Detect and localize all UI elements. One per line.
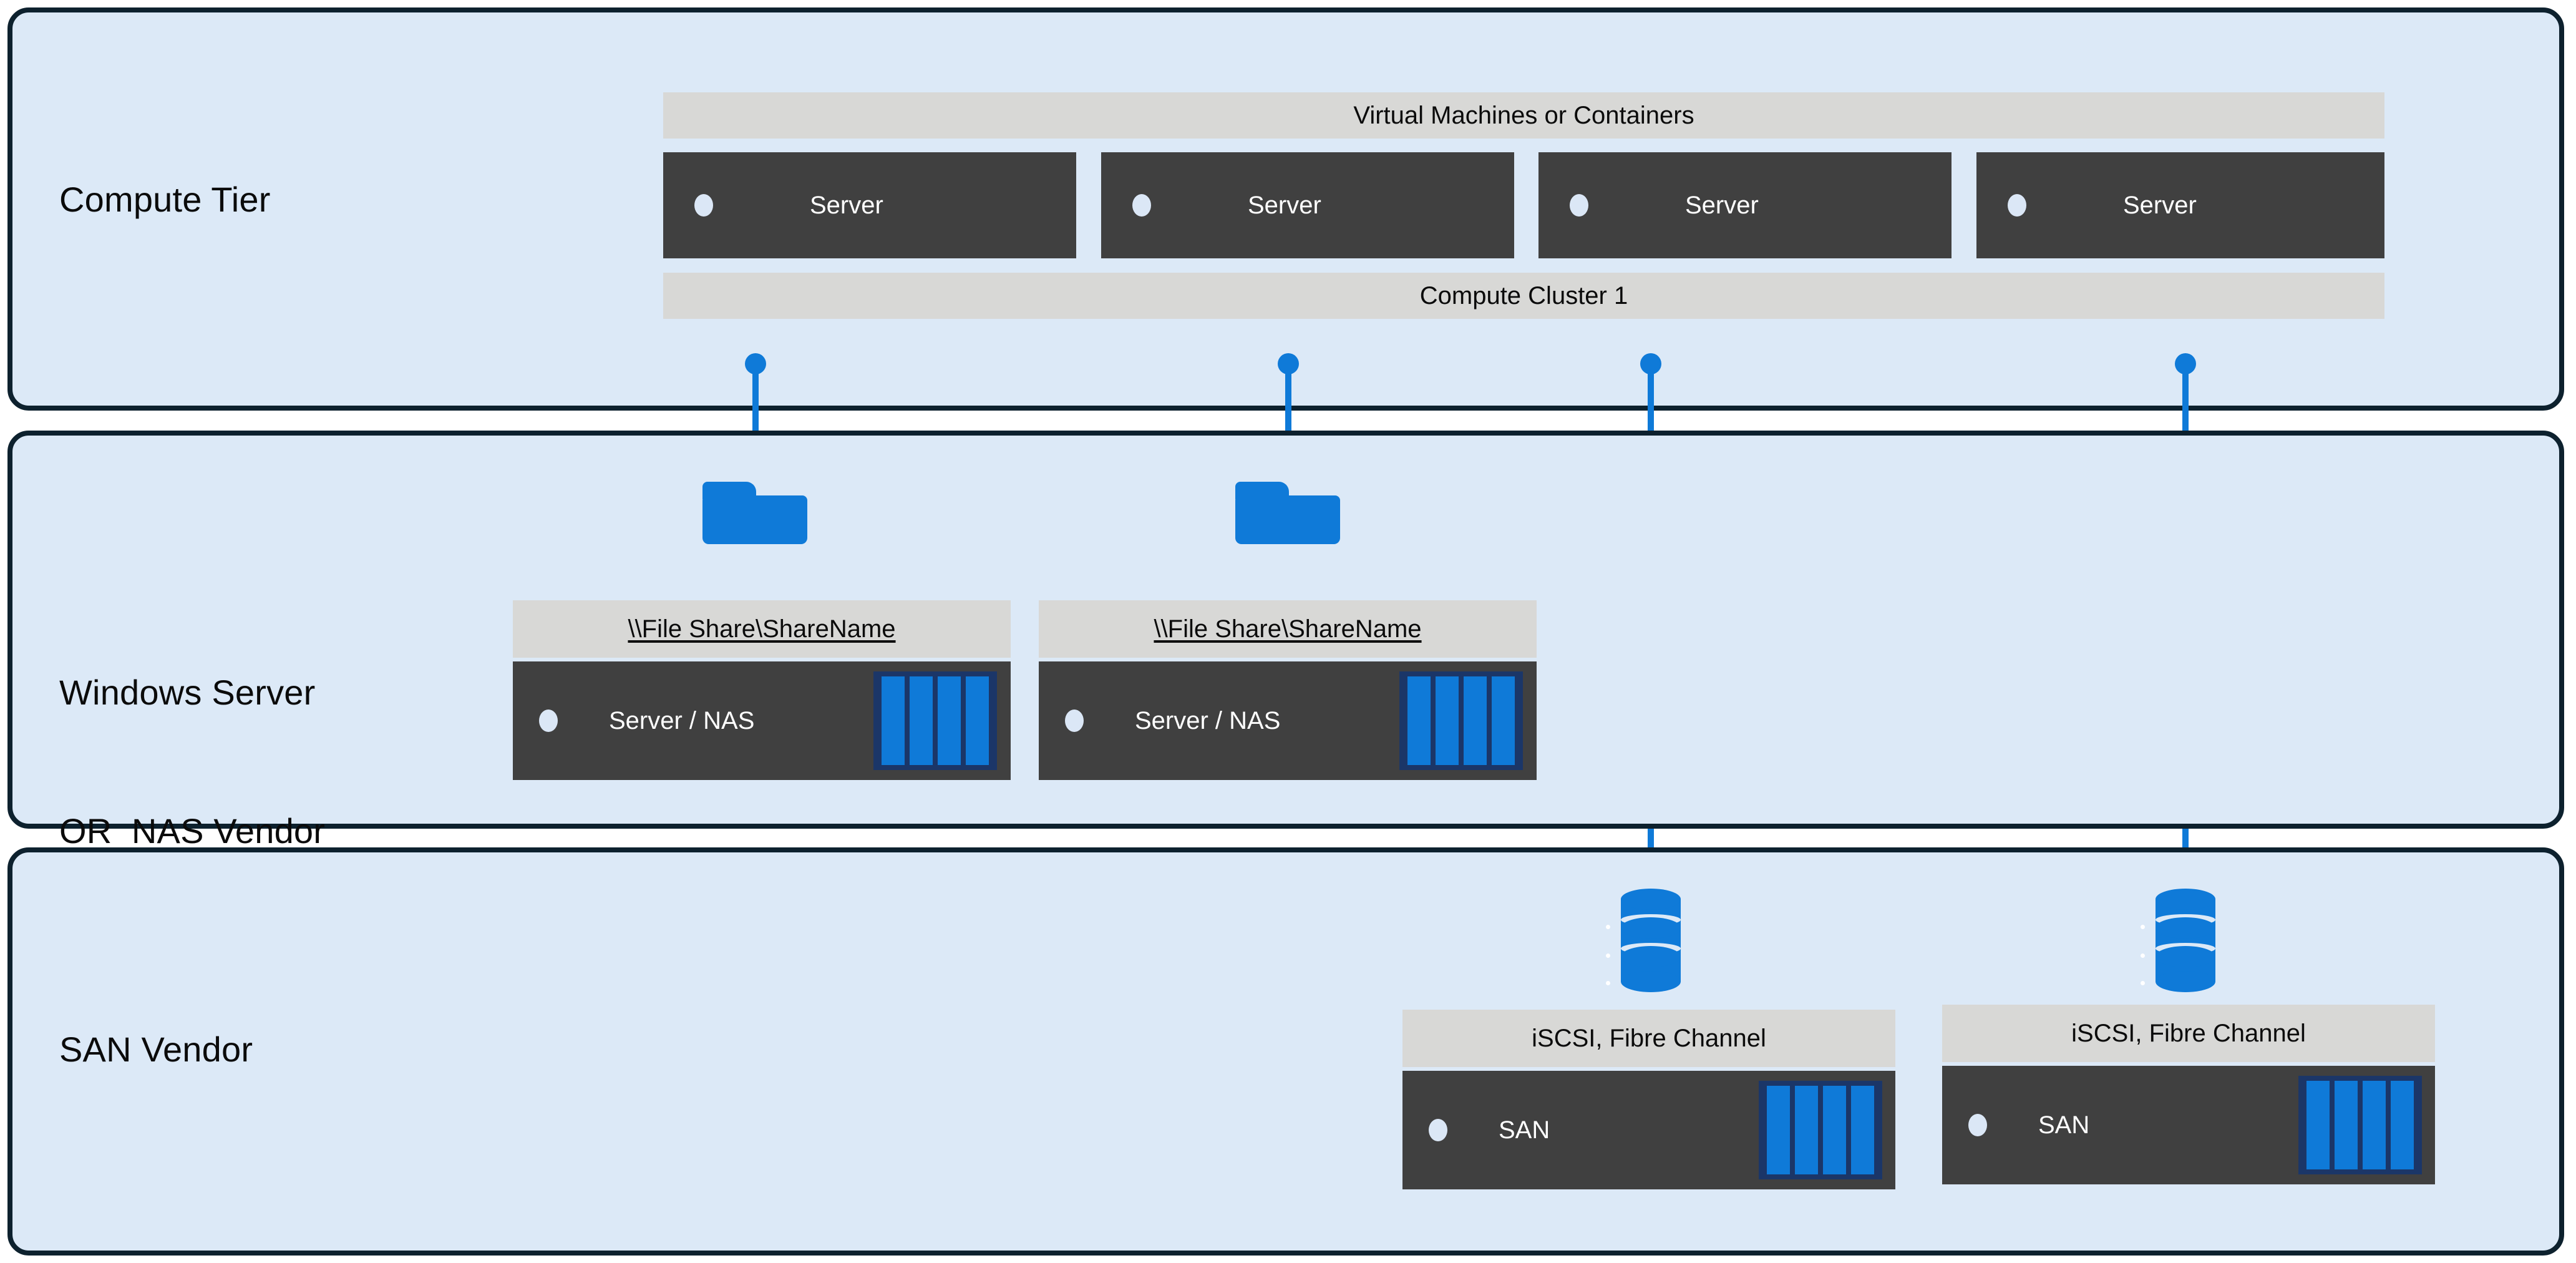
disk-bay xyxy=(2335,1081,2358,1169)
disk-bay xyxy=(2391,1081,2414,1169)
db-disc-top xyxy=(2156,889,2215,910)
disk-bay xyxy=(1795,1086,1818,1174)
db-indicator xyxy=(1606,925,1610,929)
folder-body xyxy=(702,495,807,544)
db-indicator xyxy=(1606,981,1610,985)
status-led-icon xyxy=(539,710,558,732)
disk-bay-group xyxy=(873,671,997,770)
db-disc-mid2 xyxy=(1621,946,1681,967)
folder-body xyxy=(1235,495,1340,544)
san-box-2[interactable]: SAN xyxy=(1942,1066,2435,1184)
db-sleeve xyxy=(2156,899,2215,982)
file-share-band-1[interactable]: \\File Share\ShareName xyxy=(513,600,1011,658)
db-disc-mid2 xyxy=(2156,946,2215,967)
file-share-band-2[interactable]: \\File Share\ShareName xyxy=(1039,600,1537,658)
disk-bay xyxy=(1464,676,1487,765)
disk-bay xyxy=(2306,1081,2330,1169)
san-box-1[interactable]: SAN xyxy=(1402,1071,1895,1189)
db-disc-top xyxy=(1621,889,1681,910)
status-led-icon xyxy=(2008,194,2026,217)
connector-line-1 xyxy=(752,363,759,494)
tier-label-san: SAN Vendor xyxy=(59,1030,253,1069)
disk-bay xyxy=(1851,1086,1874,1174)
connector-endpoint-dot xyxy=(2175,353,2196,374)
file-share-path: \\File Share\ShareName xyxy=(628,615,896,643)
disk-bay xyxy=(2363,1081,2386,1169)
server-label: Server xyxy=(2123,191,2197,219)
db-indicator xyxy=(2141,981,2145,985)
disk-bay xyxy=(1767,1086,1790,1174)
server-box-2[interactable]: Server xyxy=(1101,152,1514,258)
file-share-path: \\File Share\ShareName xyxy=(1154,615,1422,643)
server-nas-label: Server / NAS xyxy=(1135,706,1281,734)
disk-bay xyxy=(966,676,989,765)
disk-bay xyxy=(1492,676,1515,765)
tier-label-compute: Compute Tier xyxy=(59,180,271,219)
compute-top-band: Virtual Machines or Containers xyxy=(663,92,2384,139)
server-nas-box-1[interactable]: Server / NAS xyxy=(513,661,1011,780)
connector-endpoint-dot xyxy=(1278,353,1299,374)
compute-bottom-band: Compute Cluster 1 xyxy=(663,273,2384,319)
status-led-icon xyxy=(1065,710,1084,732)
tier-label-line-1: Windows Server xyxy=(59,673,316,712)
server-label: Server xyxy=(810,191,883,219)
db-disc-mid1 xyxy=(1621,917,1681,939)
disk-bay-group xyxy=(1399,671,1523,770)
connector-line-2 xyxy=(1285,363,1291,494)
server-box-1[interactable]: Server xyxy=(663,152,1076,258)
connector-endpoint-dot xyxy=(1640,353,1661,374)
server-box-4[interactable]: Server xyxy=(1976,152,2384,258)
db-indicator xyxy=(2141,953,2145,958)
san-protocol-band-1: iSCSI, Fibre Channel xyxy=(1402,1010,1895,1067)
db-sleeve xyxy=(1621,899,1681,982)
status-led-icon xyxy=(694,194,713,217)
db-indicator xyxy=(2141,925,2145,929)
tier-label-fileserver: Windows Server OR NAS Vendor xyxy=(59,577,325,947)
disk-bay xyxy=(938,676,961,765)
disk-bay xyxy=(1823,1086,1846,1174)
status-led-icon xyxy=(1132,194,1151,217)
san-label: SAN xyxy=(1499,1116,1550,1144)
db-disc-mid1 xyxy=(2156,917,2215,939)
disk-bay xyxy=(910,676,933,765)
status-led-icon xyxy=(1968,1114,1987,1136)
db-disc-bottom xyxy=(1621,971,1681,992)
status-led-icon xyxy=(1570,194,1588,217)
disk-bay xyxy=(1407,676,1431,765)
disk-bay xyxy=(1436,676,1459,765)
server-box-3[interactable]: Server xyxy=(1538,152,1951,258)
server-nas-label: Server / NAS xyxy=(609,706,755,734)
tier-label-line-2: OR NAS Vendor xyxy=(59,811,326,851)
disk-bay xyxy=(882,676,905,765)
san-protocol-band-2: iSCSI, Fibre Channel xyxy=(1942,1005,2435,1062)
server-label: Server xyxy=(1685,191,1759,219)
db-disc-bottom xyxy=(2156,971,2215,992)
server-label: Server xyxy=(1248,191,1321,219)
db-indicator xyxy=(1606,953,1610,958)
server-nas-box-2[interactable]: Server / NAS xyxy=(1039,661,1537,780)
connector-endpoint-dot xyxy=(745,353,766,374)
disk-bay-group xyxy=(2298,1076,2422,1174)
disk-bay-group xyxy=(1759,1081,1882,1179)
status-led-icon xyxy=(1429,1119,1447,1141)
san-label: SAN xyxy=(2038,1111,2090,1139)
